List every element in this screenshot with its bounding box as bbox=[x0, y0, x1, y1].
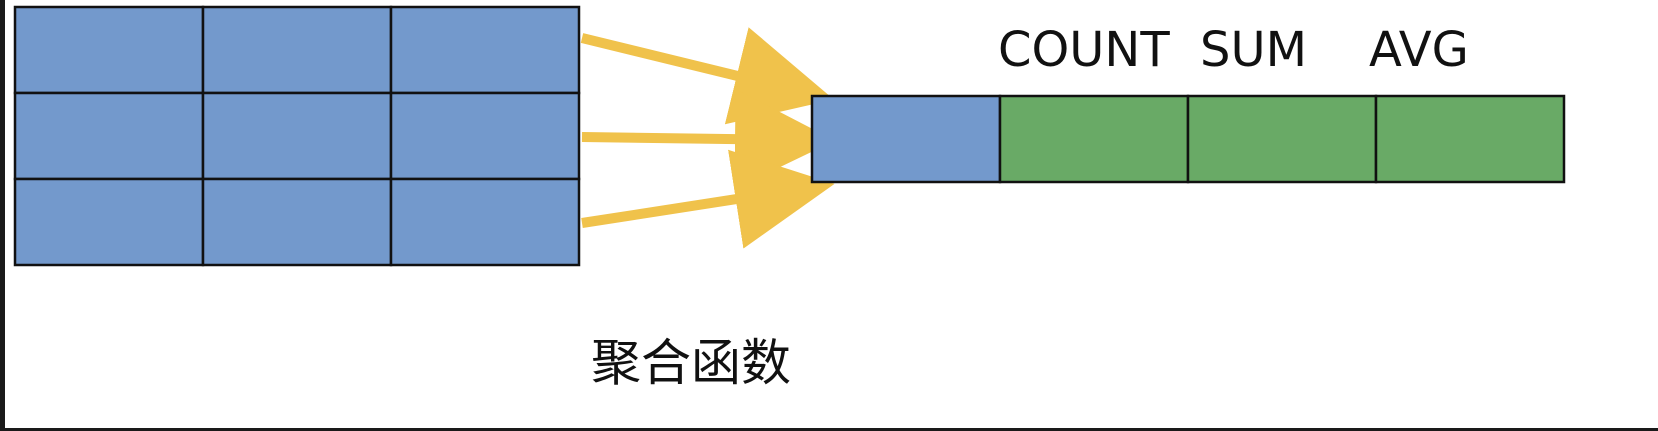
aggregate-labels: COUNT SUM AVG bbox=[998, 22, 1469, 78]
aggregate-cell-count bbox=[998, 94, 1190, 184]
source-table bbox=[13, 5, 581, 267]
source-cell bbox=[201, 177, 393, 267]
arrow-top bbox=[580, 27, 834, 125]
aggregate-cell-avg bbox=[1374, 94, 1566, 184]
aggregate-diagram: COUNT SUM AVG 聚合函数 bbox=[13, 5, 1566, 392]
source-cell bbox=[13, 5, 205, 95]
label-sum: SUM bbox=[1200, 22, 1307, 78]
diagram-canvas: COUNT SUM AVG 聚合函数 bbox=[5, 0, 1658, 428]
result-key-cell bbox=[810, 94, 1002, 184]
source-cell bbox=[389, 91, 581, 181]
diagram-caption: 聚合函数 bbox=[591, 334, 791, 392]
label-count: COUNT bbox=[998, 22, 1170, 78]
aggregation-arrows bbox=[580, 27, 835, 249]
arrow-middle bbox=[581, 89, 835, 190]
result-row bbox=[810, 94, 1566, 184]
aggregate-cell-sum bbox=[1186, 94, 1378, 184]
source-cell bbox=[13, 91, 205, 181]
arrow-bottom bbox=[581, 149, 835, 249]
source-cell bbox=[13, 177, 205, 267]
source-cell bbox=[389, 5, 581, 95]
source-cell bbox=[201, 91, 393, 181]
source-cell bbox=[201, 5, 393, 95]
source-cell bbox=[389, 177, 581, 267]
label-avg: AVG bbox=[1369, 22, 1469, 78]
